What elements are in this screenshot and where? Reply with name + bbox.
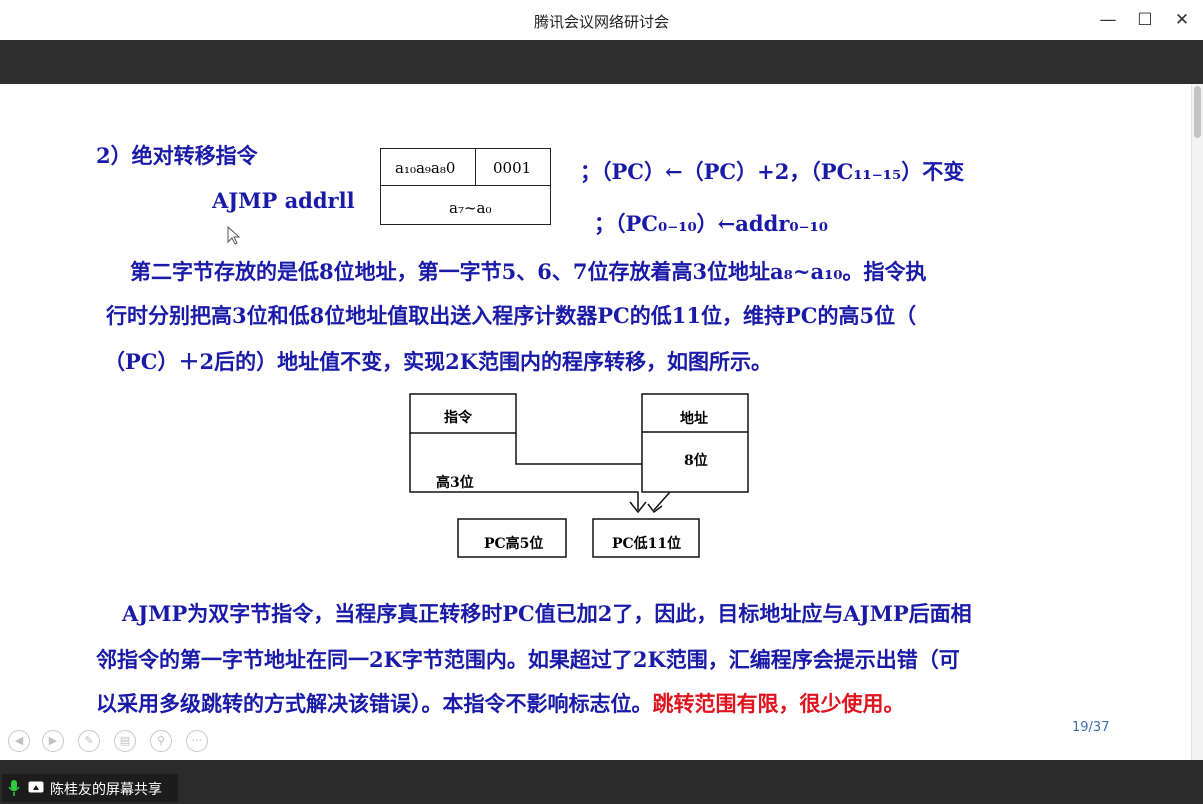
diagram-high3-label: 高3位 (436, 475, 474, 491)
vertical-scrollbar[interactable] (1191, 84, 1203, 760)
zoom-icon[interactable]: ⚲ (150, 730, 172, 752)
diagram-instruction-label: 指令 (444, 410, 472, 426)
minimize-button[interactable]: — (1099, 10, 1117, 30)
diagram-8bit-label: 8位 (684, 453, 708, 469)
paragraph2-line2: 邻指令的第一字节地址在同一2K字节范围内。如果超过了2K范围，汇编程序会提示出错… (96, 647, 960, 672)
pages-icon[interactable]: ▤ (114, 730, 136, 752)
paragraph2-line1: AJMP为双字节指令，当程序真正转移时PC值已加2了，因此，目标地址应与AJMP… (122, 601, 972, 626)
instruction-format-box: a₁₀a₉a₈0 0001 a₇~a₀ (380, 148, 551, 225)
paragraph1-line1: 第二字节存放的是低8位地址，第一字节5、6、7位存放着高3位地址a₈~a₁₀。指… (130, 259, 927, 284)
meeting-toolbar (0, 40, 1203, 84)
bottom-bar (0, 760, 1203, 804)
maximize-button[interactable]: ☐ (1137, 10, 1153, 30)
more-icon[interactable]: ··· (186, 730, 208, 752)
paragraph2-line3-red: 跳转范围有限，很少使用。 (652, 691, 905, 716)
title-bar: 腾讯会议网络研讨会 — ☐ ✕ (0, 0, 1203, 41)
format-cell-high: a₁₀a₉a₈0 (395, 159, 456, 177)
window-title: 腾讯会议网络研讨会 (533, 13, 669, 31)
next-icon[interactable]: ▶ (42, 730, 64, 752)
close-button[interactable]: ✕ (1174, 10, 1190, 30)
mouse-cursor-icon (227, 226, 241, 245)
operation-line-2: ；（PC₀₋₁₀）←addr₀₋₁₀ (594, 211, 828, 236)
page-indicator: 19/37 (1072, 720, 1110, 735)
microphone-icon (8, 780, 20, 796)
prev-icon[interactable]: ◀ (8, 730, 30, 752)
paragraph2-line3: 以采用多级跳转的方式解决该错误）。本指令不影响标志位。跳转范围有限，很少使用。 (96, 688, 905, 718)
shared-slide: 2）绝对转移指令 AJMP addrll a₁₀a₉a₈0 0001 a₇~a₀… (0, 84, 1191, 760)
slide-heading: 2）绝对转移指令 (96, 143, 258, 168)
paragraph2-line3-blue: 以采用多级跳转的方式解决该错误）。本指令不影响标志位。 (96, 691, 653, 716)
operation-line-1: ；（PC）←（PC）+2，（PC₁₁₋₁₅）不变 (580, 159, 965, 184)
format-cell-opcode: 0001 (493, 159, 532, 177)
diagram-address-label: 地址 (680, 411, 708, 427)
address-diagram (409, 393, 749, 558)
scrollbar-thumb[interactable] (1194, 86, 1201, 138)
paragraph1-line2: 行时分别把高3位和低8位地址值取出送入程序计数器PC的低11位，维持PC的高5位… (106, 303, 917, 328)
diagram-pc-low-label: PC低11位 (612, 536, 682, 552)
screen-share-indicator[interactable]: 陈桂友的屏幕共享 (2, 774, 178, 802)
format-cell-low: a₇~a₀ (449, 199, 492, 217)
screen-share-label: 陈桂友的屏幕共享 (50, 782, 162, 798)
instruction-text: AJMP addrll (212, 188, 355, 213)
paragraph1-line3: （PC）＋2后的）地址值不变，实现2K范围内的程序转移，如图所示。 (104, 349, 772, 374)
screen-share-icon (28, 781, 44, 793)
pen-icon[interactable]: ✎ (78, 730, 100, 752)
diagram-pc-high-label: PC高5位 (484, 536, 544, 552)
